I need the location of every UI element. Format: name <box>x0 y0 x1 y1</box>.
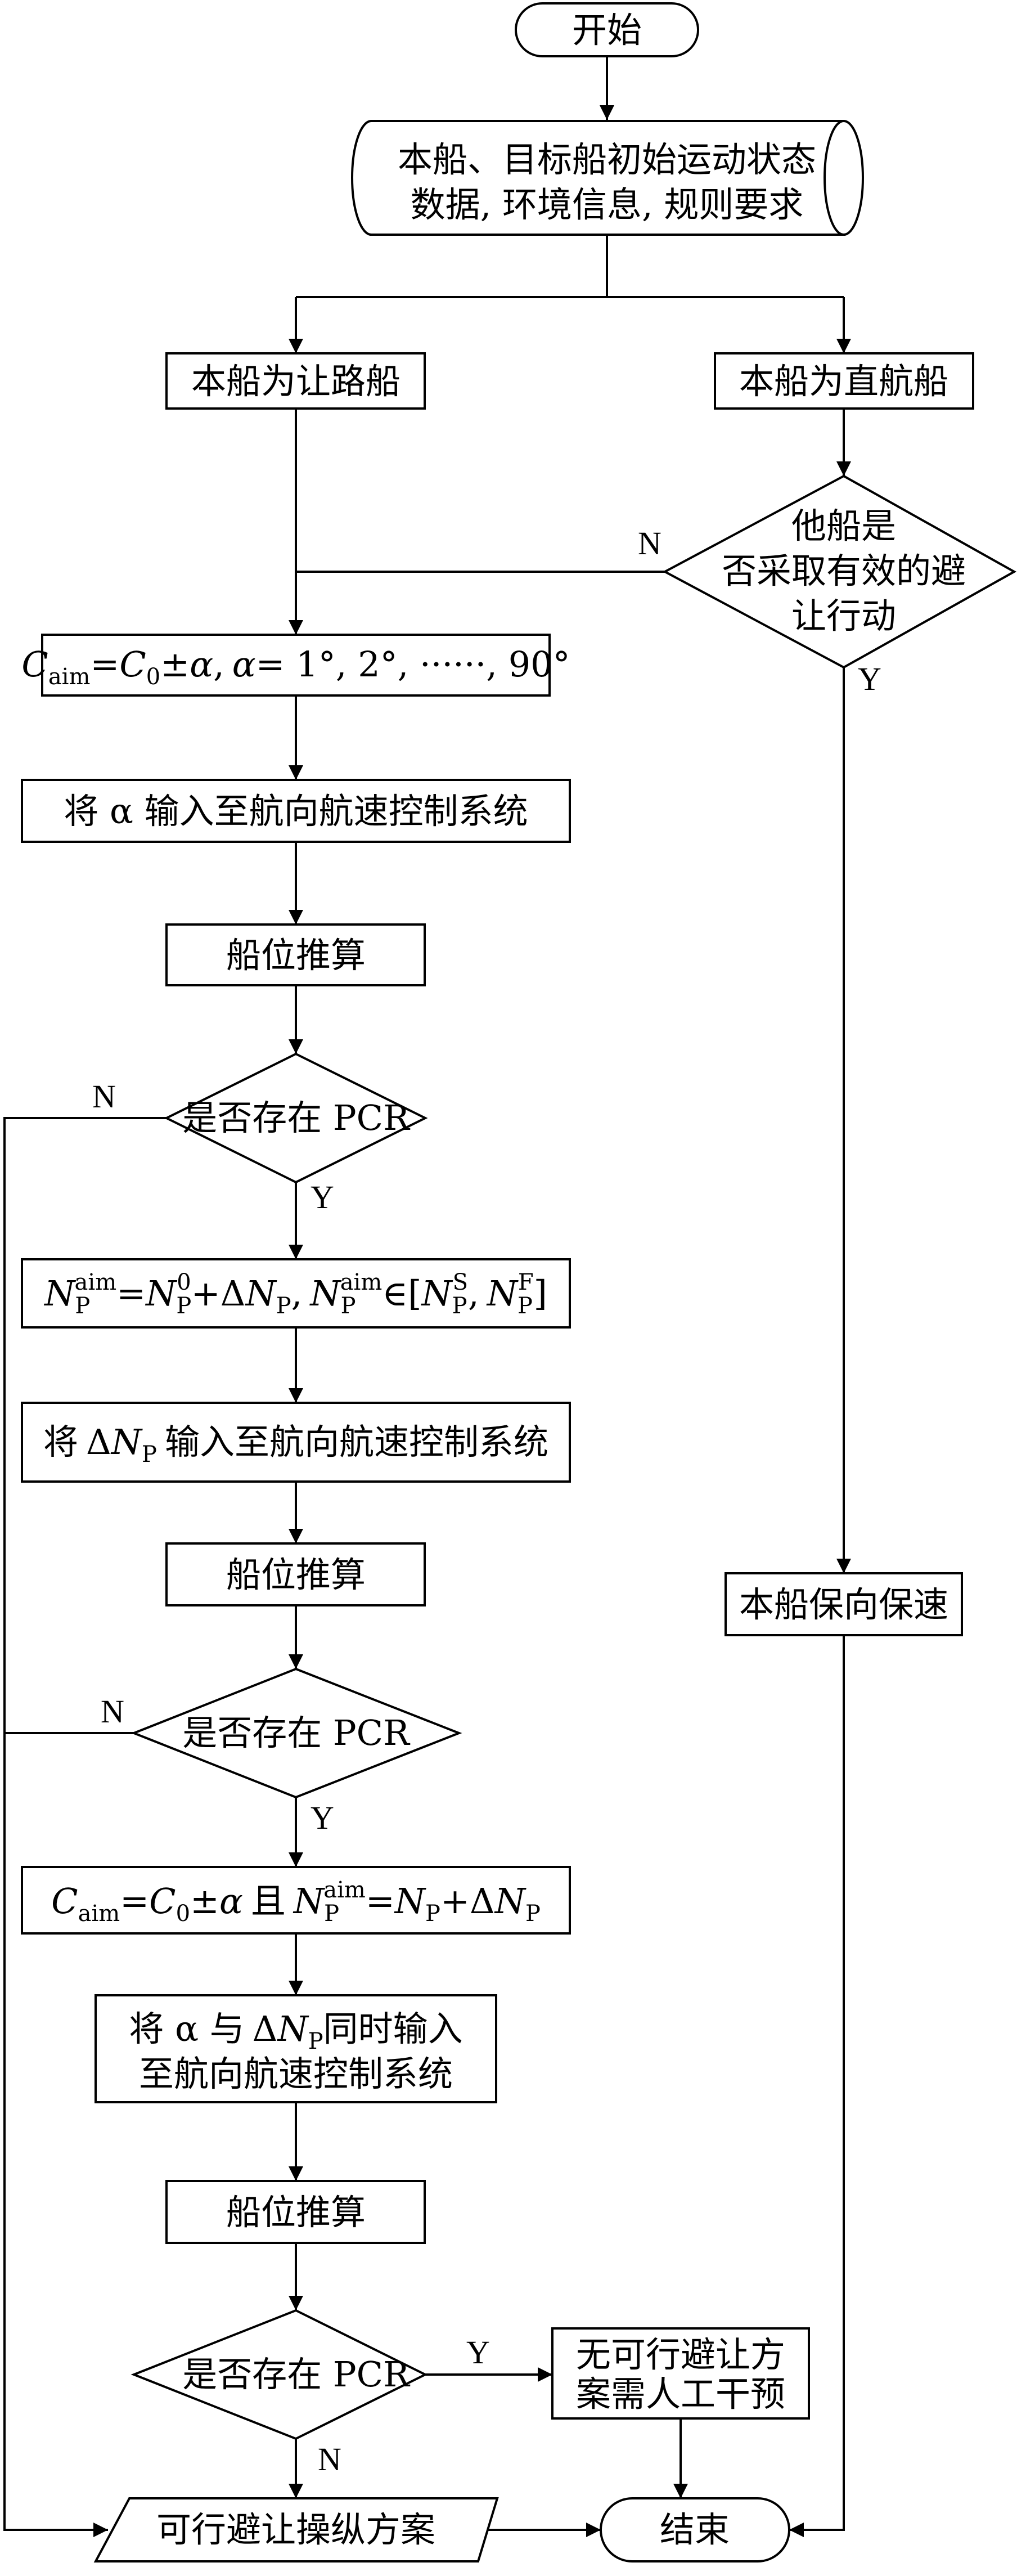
dnp-input-box <box>21 1402 571 1483</box>
yes-label-pcr-2: Y <box>310 1799 334 1836</box>
dead-reckoning-2-label: 船位推算 <box>226 1554 366 1595</box>
both-input-label-line2: 至航向航速控制系统 <box>139 2053 453 2094</box>
np-formula-box <box>21 1258 571 1329</box>
both-input-box <box>94 1994 497 2103</box>
giveway-label: 本船为让路船 <box>191 361 400 402</box>
standon-box <box>714 352 974 410</box>
caim-formula-box <box>41 634 551 697</box>
edge-pcr1-no-loop <box>3 1117 166 2537</box>
no-feasible-label-line2: 案需人工干预 <box>576 2373 785 2415</box>
no-label-pcr-3: N <box>318 2441 341 2478</box>
start-label: 开始 <box>572 10 642 51</box>
dead-reckoning-3 <box>165 2180 426 2244</box>
end-terminal <box>600 2497 790 2562</box>
other-ship-label-line3: 让行动 <box>791 595 896 636</box>
pcr-decision-3-label: 是否存在 PCR <box>182 2354 411 2395</box>
alpha-input-label: 将 α 输入至航向航速控制系统 <box>64 791 528 832</box>
alpha-input-box <box>21 779 571 843</box>
yes-label-other-ship: Y <box>858 661 881 697</box>
combined-formula-box <box>21 1866 571 1935</box>
pcr-decision-3 <box>130 2309 428 2440</box>
standon-label: 本船为直航船 <box>739 361 948 402</box>
keep-course-speed-box <box>724 1572 963 1636</box>
yes-label-pcr-1: Y <box>310 1179 334 1215</box>
no-feasible-label-line1: 无可行避让方 <box>576 2334 785 2375</box>
other-ship-decision <box>662 474 1017 669</box>
start-terminal <box>515 2 699 57</box>
feasible-output <box>93 2497 499 2562</box>
other-ship-label-line2: 否采取有效的避 <box>722 550 966 591</box>
pcr-decision-2 <box>130 1667 462 1799</box>
np-formula: NPaim=NP0+ΔNP,NPaim∈[NPS,NPF] <box>43 1269 547 1319</box>
input-label-line2: 数据, 环境信息, 规则要求 <box>411 184 804 225</box>
dead-reckoning-1-label: 船位推算 <box>226 935 366 976</box>
pcr-decision-2-label: 是否存在 PCR <box>182 1712 411 1753</box>
no-feasible-box <box>551 2327 810 2420</box>
yes-label-pcr-3: Y <box>466 2334 490 2371</box>
dead-reckoning-1 <box>165 923 426 986</box>
input-data-shape-inner-arc <box>824 120 844 236</box>
dead-reckoning-3-label: 船位推算 <box>226 2192 366 2233</box>
connectors <box>3 56 851 2537</box>
end-label: 结束 <box>660 2509 730 2550</box>
other-ship-label-line1: 他船是 <box>791 505 896 546</box>
giveway-box <box>165 352 426 410</box>
no-label-pcr-2: N <box>101 1693 124 1730</box>
no-label-pcr-1: N <box>92 1078 116 1115</box>
keep-course-speed-label: 本船保向保速 <box>739 1584 948 1625</box>
feasible-output-label: 可行避让操纵方案 <box>156 2509 435 2550</box>
edge-keep-end <box>789 1635 845 2537</box>
caim-formula: Caim=C0±α,α= 1°, 2°, ······, 90° <box>21 644 570 690</box>
dead-reckoning-2 <box>165 1542 426 1606</box>
pcr-decision-1-label: 是否存在 PCR <box>182 1097 411 1138</box>
no-label-other-ship: N <box>638 525 662 562</box>
pcr-decision-1 <box>164 1052 428 1184</box>
input-label-line1: 本船、目标船初始运动状态 <box>398 139 816 180</box>
